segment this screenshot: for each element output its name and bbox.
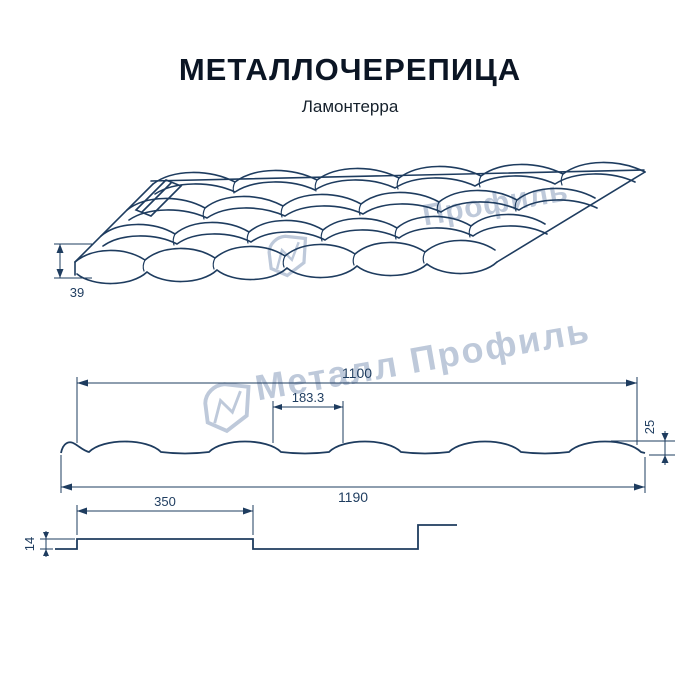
step-profile-svg: 350 14 (22, 495, 457, 557)
dim-label-183: 183.3 (292, 390, 325, 405)
sheet-3d-view (74, 161, 646, 285)
profile-section-svg: 1100 183.3 25 1190 (60, 365, 675, 505)
dim-label-1100: 1100 (342, 365, 372, 381)
dim-edge-height (54, 243, 92, 279)
step-profile-drawing: 350 14 (20, 495, 490, 605)
dim-step-height (40, 531, 75, 557)
step-profile-line (55, 524, 457, 550)
page-subtitle: Ламонтерра (301, 97, 399, 116)
perspective-view-drawing: 39 (40, 150, 660, 310)
profile-section-drawing: 1100 183.3 25 1190 (25, 355, 685, 515)
perspective-view-svg: 39 (54, 161, 646, 300)
page-title: МЕТАЛЛОЧЕРЕПИЦА (178, 52, 522, 87)
dim-label-14: 14 (22, 537, 37, 551)
dim-label-39: 39 (70, 285, 84, 300)
dim-label-25: 25 (642, 420, 657, 434)
metall-profil-logo-icon (192, 373, 263, 441)
profile-curve (60, 440, 646, 455)
dim-label-1190: 1190 (338, 489, 368, 505)
dim-overall-width (60, 455, 646, 493)
dim-label-350: 350 (154, 495, 176, 509)
dim-profile-height (611, 431, 675, 465)
dim-module-length (76, 505, 254, 535)
dim-wave-pitch (272, 401, 344, 443)
dim-cover-width (76, 377, 638, 445)
